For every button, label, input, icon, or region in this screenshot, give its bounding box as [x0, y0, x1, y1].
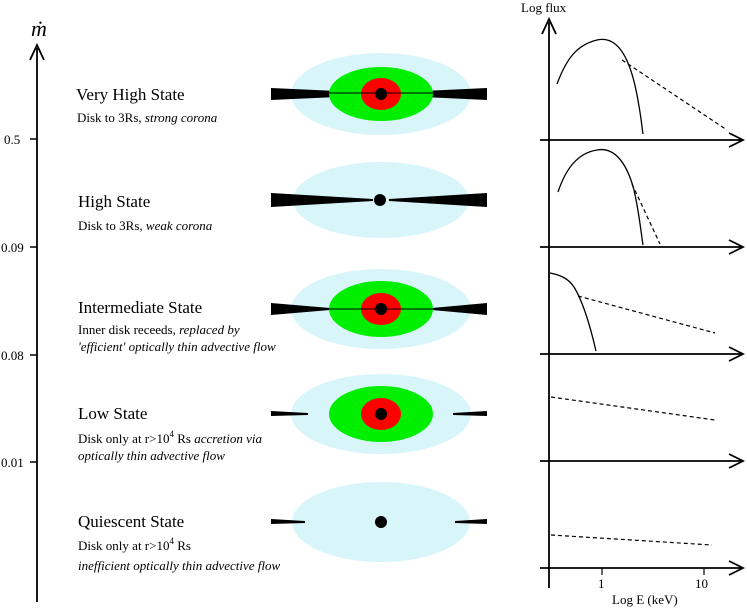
- thin-disk-left: [271, 193, 373, 207]
- black-hole: [374, 194, 386, 206]
- geometry-low: [271, 374, 487, 454]
- spectrum-thermal-high: [557, 148, 644, 246]
- spectrum-x-tick-1: 1: [598, 576, 605, 591]
- spectrum-y-label: Log flux: [521, 0, 567, 15]
- thin-disk-left: [271, 88, 381, 100]
- geometry-quiescent: [271, 482, 487, 562]
- mdot-tick-label: 0.5: [4, 132, 20, 147]
- mdot-tick-label: 0.01: [1, 455, 24, 470]
- spectrum-baseline-2: [540, 346, 746, 362]
- black-hole: [375, 516, 387, 528]
- spectrum-powerlaw-intermediate: [577, 295, 716, 334]
- geometry-intermediate: [271, 269, 487, 349]
- spectrum-x-tick-10: 10: [695, 576, 708, 591]
- thin-disk-right: [453, 411, 487, 416]
- spectrum-thermal-intermediate: [549, 272, 597, 352]
- mdot-tick-3: 0.01: [1, 455, 37, 470]
- mdot-tick-1: 0.09: [1, 240, 37, 255]
- state-label-quiescent: Quiescent State Disk only at r>104 Rs in…: [78, 512, 280, 573]
- thin-disk-left: [271, 519, 305, 524]
- black-hole: [375, 408, 387, 420]
- state-description-line2: inefficient optically thin advective flo…: [78, 558, 280, 573]
- spectrum-x-label: Log E (keV): [612, 592, 678, 607]
- mdot-tick-2: 0.08: [1, 348, 37, 363]
- state-description-line2: optically thin advective flow: [78, 448, 225, 463]
- spectrum-baseline-0: [540, 132, 746, 148]
- state-title: Low State: [78, 404, 147, 423]
- state-description: Disk to 3Rs, weak corona: [78, 218, 213, 233]
- thin-disk-left: [271, 303, 330, 315]
- mdot-tick-label: 0.09: [1, 240, 24, 255]
- thin-disk-right: [455, 519, 487, 524]
- state-label-very-high: Very High State Disk to 3Rs, strong coro…: [76, 85, 218, 125]
- spectrum-powerlaw-high: [631, 183, 661, 245]
- state-description-line2: 'efficient' optically thin advective flo…: [78, 339, 276, 354]
- state-title: High State: [78, 192, 150, 211]
- mdot-axis-symbol: ṁ: [31, 16, 47, 41]
- state-label-high: High State Disk to 3Rs, weak corona: [78, 192, 213, 233]
- state-description: Disk only at r>104 Rs accretion via: [78, 429, 262, 446]
- geometry-very-high: [271, 53, 487, 135]
- spectrum-powerlaw-very-high: [621, 59, 728, 131]
- spectrum-powerlaw-quiescent: [550, 534, 713, 546]
- state-label-intermediate: Intermediate State Inner disk receeds, r…: [78, 298, 276, 354]
- thin-disk-left: [271, 411, 308, 416]
- state-description: Disk only at r>104 Rs: [78, 536, 191, 553]
- spectrum-baseline-4: [540, 560, 746, 576]
- state-title: Intermediate State: [78, 298, 202, 317]
- spectrum-baseline-1: [540, 239, 746, 255]
- mdot-tick-0: 0.5: [4, 132, 37, 147]
- spectra-panel: Log flux: [521, 0, 746, 607]
- thin-disk-right: [389, 193, 487, 207]
- mdot-axis: ṁ 0.5 0.09 0.08 0.01: [1, 16, 47, 602]
- state-description: Inner disk receeds, replaced by: [78, 322, 240, 337]
- state-description: Disk to 3Rs, strong corona: [77, 110, 218, 125]
- state-label-low: Low State Disk only at r>104 Rs accretio…: [78, 404, 262, 463]
- spectrum-baseline-3: [540, 453, 746, 469]
- black-hole: [375, 88, 387, 100]
- mdot-tick-label: 0.08: [1, 348, 24, 363]
- spectrum-powerlaw-low: [550, 396, 716, 421]
- geometry-high: [271, 162, 487, 238]
- state-title: Very High State: [76, 85, 185, 104]
- thin-disk-right: [381, 88, 487, 100]
- state-title: Quiescent State: [78, 512, 184, 531]
- spectrum-thermal-very-high: [556, 38, 644, 135]
- thin-disk-right: [432, 303, 487, 315]
